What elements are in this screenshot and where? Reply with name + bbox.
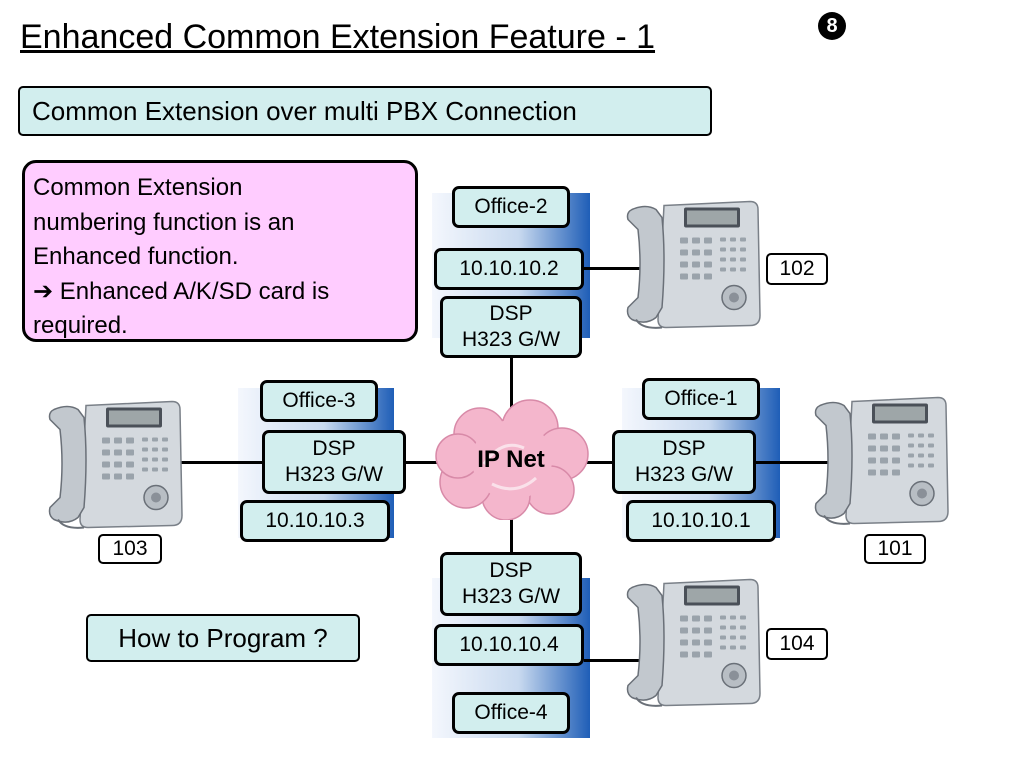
phone-102-icon [622,196,762,334]
dsp-label: DSP [312,437,356,460]
office4-dsp-box: DSP H323 G/W [440,552,582,616]
how-to-program-box[interactable]: How to Program ? [86,614,360,662]
dsp-label: DSP [489,559,533,582]
office3-dsp-box: DSP H323 G/W [262,430,406,494]
link-phone104 [584,659,646,662]
link-office3-cloud [406,461,442,464]
page-number-badge: 8 [818,12,846,40]
gateway-label: H323 G/W [284,463,384,486]
subtitle-box: Common Extension over multi PBX Connecti… [18,86,712,136]
phone-101-icon [810,392,950,530]
dsp-label: DSP [662,437,706,460]
link-phone102 [584,267,646,270]
extension-104-label: 104 [766,628,828,660]
link-office2-cloud [510,356,513,408]
gateway-label: H323 G/W [634,463,734,486]
dsp-label: DSP [489,302,533,325]
note-line: numbering function is an [33,208,295,236]
office2-name-box: Office-2 [452,186,570,228]
office2-ip-box: 10.10.10.2 [434,248,584,290]
office3-ip-box: 10.10.10.3 [240,500,390,542]
page-title: Enhanced Common Extension Feature - 1 [20,18,656,56]
office3-name-box: Office-3 [260,380,378,422]
office4-ip-box: 10.10.10.4 [434,624,584,666]
extension-103-label: 103 [98,534,162,564]
extension-102-label: 102 [766,253,828,285]
link-office4-cloud [510,510,513,554]
note-box: Common Extension numbering function is a… [22,160,418,342]
extension-101-label: 101 [864,534,926,564]
link-phone101 [756,461,832,464]
link-office1-cloud [584,461,612,464]
ip-net-cloud-icon [435,399,589,520]
gateway-label: H323 G/W [461,328,561,351]
office2-dsp-box: DSP H323 G/W [440,296,582,358]
office1-ip-box: 10.10.10.1 [626,500,776,542]
note-line: required. [33,312,128,339]
note-line: Common Extension [33,174,243,201]
link-phone103 [180,461,262,464]
phone-103-icon [44,396,184,534]
note-line: ➔ Enhanced A/K/SD card is [33,277,330,305]
ip-net-label: IP Net [477,446,545,473]
office1-dsp-box: DSP H323 G/W [612,430,756,494]
gateway-label: H323 G/W [461,585,561,608]
office4-name-box: Office-4 [452,692,570,734]
phone-104-icon [622,574,762,712]
note-line: Enhanced function. [33,243,239,270]
office1-name-box: Office-1 [642,378,760,420]
